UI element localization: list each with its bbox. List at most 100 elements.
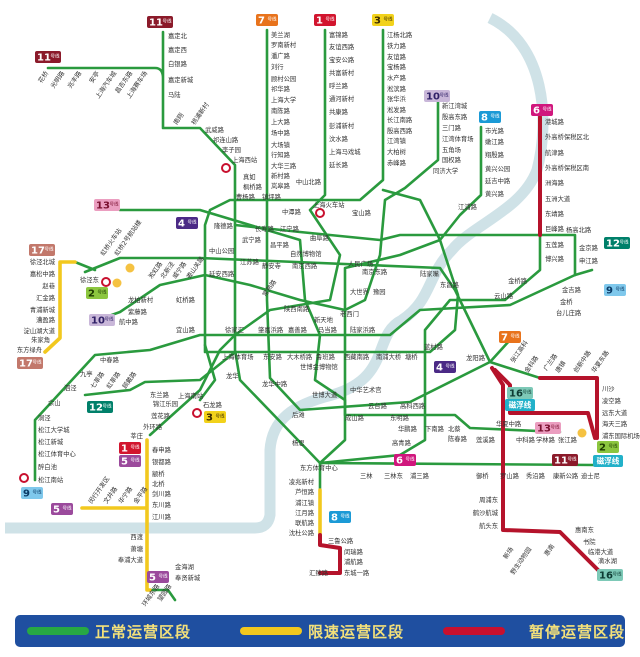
- line-badge-bg: [329, 511, 351, 523]
- suspended-lines: [318, 115, 600, 575]
- station-label: 申江路: [579, 256, 599, 265]
- station-label: 松江南站: [38, 475, 64, 484]
- station-label: 祁华路: [271, 84, 291, 93]
- line-5-south: [148, 588, 177, 602]
- line-badge-bg: [147, 571, 169, 583]
- station-label: 宝杨路: [387, 62, 407, 71]
- station-label: 上海大学: [271, 95, 296, 104]
- station-label: 惠南: [542, 542, 557, 557]
- station-label: 台儿庄路: [556, 308, 582, 317]
- station-label: 铁力路: [387, 41, 407, 50]
- station-label: 嘉定西: [168, 45, 187, 54]
- station-label: 龙华中路: [262, 379, 288, 388]
- line-badge-number: 11: [149, 18, 163, 29]
- station-label: 青浦新城: [30, 305, 56, 314]
- station-label: 陈春路: [448, 434, 468, 443]
- line-badge-number: 2: [599, 443, 606, 454]
- station-label: 通河新村: [329, 94, 355, 103]
- normal-operation-lines: [33, 28, 597, 602]
- station-label: 龙华: [226, 371, 239, 380]
- station-label: 浦江镇: [295, 498, 315, 507]
- station-label: 陕西南路: [284, 304, 310, 313]
- station-label: 奉浦大道: [118, 555, 144, 564]
- station-label: 静安寺: [262, 261, 281, 270]
- station-label: 闵瑞路: [344, 547, 364, 556]
- station-label: 赵巷: [42, 281, 55, 290]
- line-badge-number: 磁浮线: [597, 456, 620, 466]
- station-label: 虹莘路: [104, 369, 123, 390]
- station-label: 新天地: [314, 315, 334, 324]
- line-badge-bg: [94, 199, 120, 211]
- station-label: 浦航路: [344, 557, 364, 566]
- legend-suspended-label: 暂停运营区段: [529, 622, 626, 641]
- station-label: 共康路: [329, 107, 349, 116]
- line-badge-suffix: 号线: [568, 456, 577, 463]
- station-label: 外环路: [143, 422, 163, 431]
- line-badge-suffix: 号线: [616, 286, 625, 293]
- station-label: 南京西路: [292, 261, 318, 270]
- station-label: 江浦路: [458, 202, 478, 211]
- line-2: [83, 256, 542, 380]
- legend-suspended-swatch: [443, 627, 505, 635]
- station-label: 延长路: [329, 160, 349, 169]
- line-badge-bg: [593, 455, 623, 467]
- line-badge-suffix: 号线: [609, 443, 618, 450]
- station-label: 江苏路: [240, 257, 260, 266]
- station-label: 国权路: [442, 155, 462, 164]
- station-label: 呼兰路: [329, 81, 349, 90]
- station-label: 中春路: [100, 355, 120, 364]
- line-badge-bg: [505, 399, 535, 411]
- airport-icon: [112, 278, 122, 288]
- station-label: 黄兴公园: [485, 164, 510, 173]
- station-label: 佘山: [48, 398, 61, 407]
- station-label: 东安路: [263, 352, 283, 361]
- station-label: 潘广路: [271, 51, 291, 60]
- station-label: 蓝村路: [424, 342, 444, 351]
- station-label: 大华三路: [271, 161, 297, 170]
- station-label: 嘉善路: [288, 325, 308, 334]
- station-label: 大柏树: [387, 147, 407, 156]
- line-badge-bg: [176, 217, 198, 229]
- station-label: 南京东路: [362, 267, 388, 276]
- station-label: 赤峰路: [387, 158, 407, 167]
- station-label: 金桥: [560, 297, 573, 306]
- line-badge-number: 4: [436, 363, 443, 374]
- station-label: 嫩江路: [485, 137, 505, 146]
- station-label: 锦江乐园: [153, 399, 178, 408]
- station-label: 宝安公路: [329, 55, 355, 64]
- railway-station-icon: [221, 163, 231, 173]
- station-label: 共富新村: [329, 68, 355, 77]
- station-label: 北蔡: [448, 424, 461, 433]
- line-badge-number: 2: [88, 289, 95, 300]
- station-label: 高青路: [392, 438, 412, 447]
- station-label: 江宁路: [280, 224, 300, 233]
- station-label: 安亭: [87, 69, 102, 84]
- station-label: 龙阳路: [466, 353, 486, 362]
- station-label: 康新公路: [553, 471, 579, 480]
- station-label: 市光路: [485, 126, 505, 135]
- station-label: 东方体育中心: [300, 463, 338, 472]
- station-label: 自然博物馆: [290, 249, 321, 258]
- station-label: 东明路: [390, 413, 410, 422]
- line-8-suspended: [318, 533, 342, 575]
- station-label: 淀山湖大道: [24, 326, 56, 335]
- station-label: 长寿路: [255, 224, 275, 233]
- line-badge-number: 5: [149, 573, 156, 584]
- line-badge-bg: [119, 442, 141, 454]
- line-badge-number: 磁浮线: [509, 400, 532, 410]
- station-label: 世博大道: [312, 390, 338, 399]
- line-badge-bg: [552, 454, 578, 466]
- line-badge-number: 17: [19, 359, 33, 370]
